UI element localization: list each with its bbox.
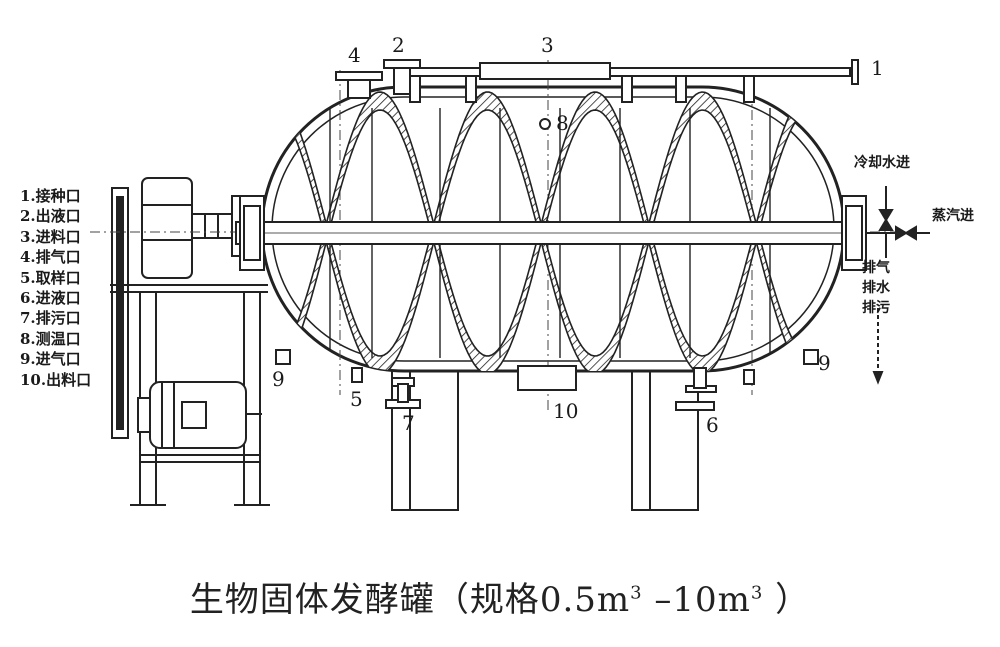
- diagram-caption: 生物固体发酵罐（规格0.5m3 –10m3 ）: [0, 572, 1000, 621]
- electric-motor: [137, 381, 262, 449]
- legend-item: 8.测温口: [20, 329, 81, 348]
- callout-7: 7: [402, 411, 415, 435]
- legend-item: 1.接种口: [20, 187, 81, 205]
- callout-8: 8: [556, 111, 569, 135]
- legend-item: 9.进气口: [20, 350, 81, 369]
- callout-3: 3: [541, 33, 554, 57]
- caption-close-paren: ）: [763, 580, 811, 620]
- exhaust-label: 排气: [862, 259, 890, 276]
- support-legs: [391, 369, 699, 511]
- drain-label: 排水: [862, 279, 891, 296]
- legend-item: 10.出料口: [20, 370, 92, 389]
- steam-in-label: 蒸汽进: [932, 207, 974, 224]
- top-pipework: [335, 59, 859, 103]
- caption-name: 生物固体发酵罐: [189, 580, 435, 620]
- belt-drive: [111, 187, 129, 439]
- callout-1: 1: [871, 56, 884, 80]
- temperature-port: [539, 118, 551, 130]
- legend-item: 6.进液口: [20, 288, 81, 307]
- end-bearings: [239, 195, 867, 271]
- caption-high-exp: 3: [750, 582, 764, 604]
- callout-9-right: 9: [818, 351, 831, 375]
- callout-2: 2: [392, 33, 405, 57]
- legend-item: 2.出液口: [20, 207, 81, 226]
- legend-item: 7.排污口: [20, 309, 81, 328]
- legend-item: 3.进料口: [20, 227, 81, 246]
- callout-10: 10: [553, 399, 578, 423]
- agitator-shaft: [235, 221, 867, 245]
- caption-high: 10m: [672, 580, 751, 620]
- callout-5: 5: [350, 387, 363, 411]
- callout-numbers: 1 2 3 4 5 6 7 8 9 9 10: [272, 33, 884, 437]
- caption-low: 0.5m: [539, 580, 631, 620]
- bottom-nozzles: [275, 349, 819, 411]
- port-legend: 1.接种口 2.出液口 3.进料口 4.排气口 5.取样口 6.进液口 7.排污…: [20, 186, 91, 390]
- caption-low-exp: 3: [630, 582, 643, 604]
- sewage-label: 排污: [862, 299, 890, 316]
- legend-item: 5.取样口: [20, 268, 81, 287]
- callout-6: 6: [706, 413, 719, 437]
- callout-9-left: 9: [272, 367, 285, 391]
- caption-open-paren: （: [434, 580, 470, 620]
- callout-4: 4: [348, 43, 361, 67]
- caption-spec: 规格: [469, 580, 540, 620]
- legend-item: 4.排气口: [20, 248, 81, 267]
- right-utilities: [866, 186, 930, 385]
- cooling-water-in-label: 冷却水进: [854, 154, 910, 171]
- caption-dash: –: [642, 580, 673, 620]
